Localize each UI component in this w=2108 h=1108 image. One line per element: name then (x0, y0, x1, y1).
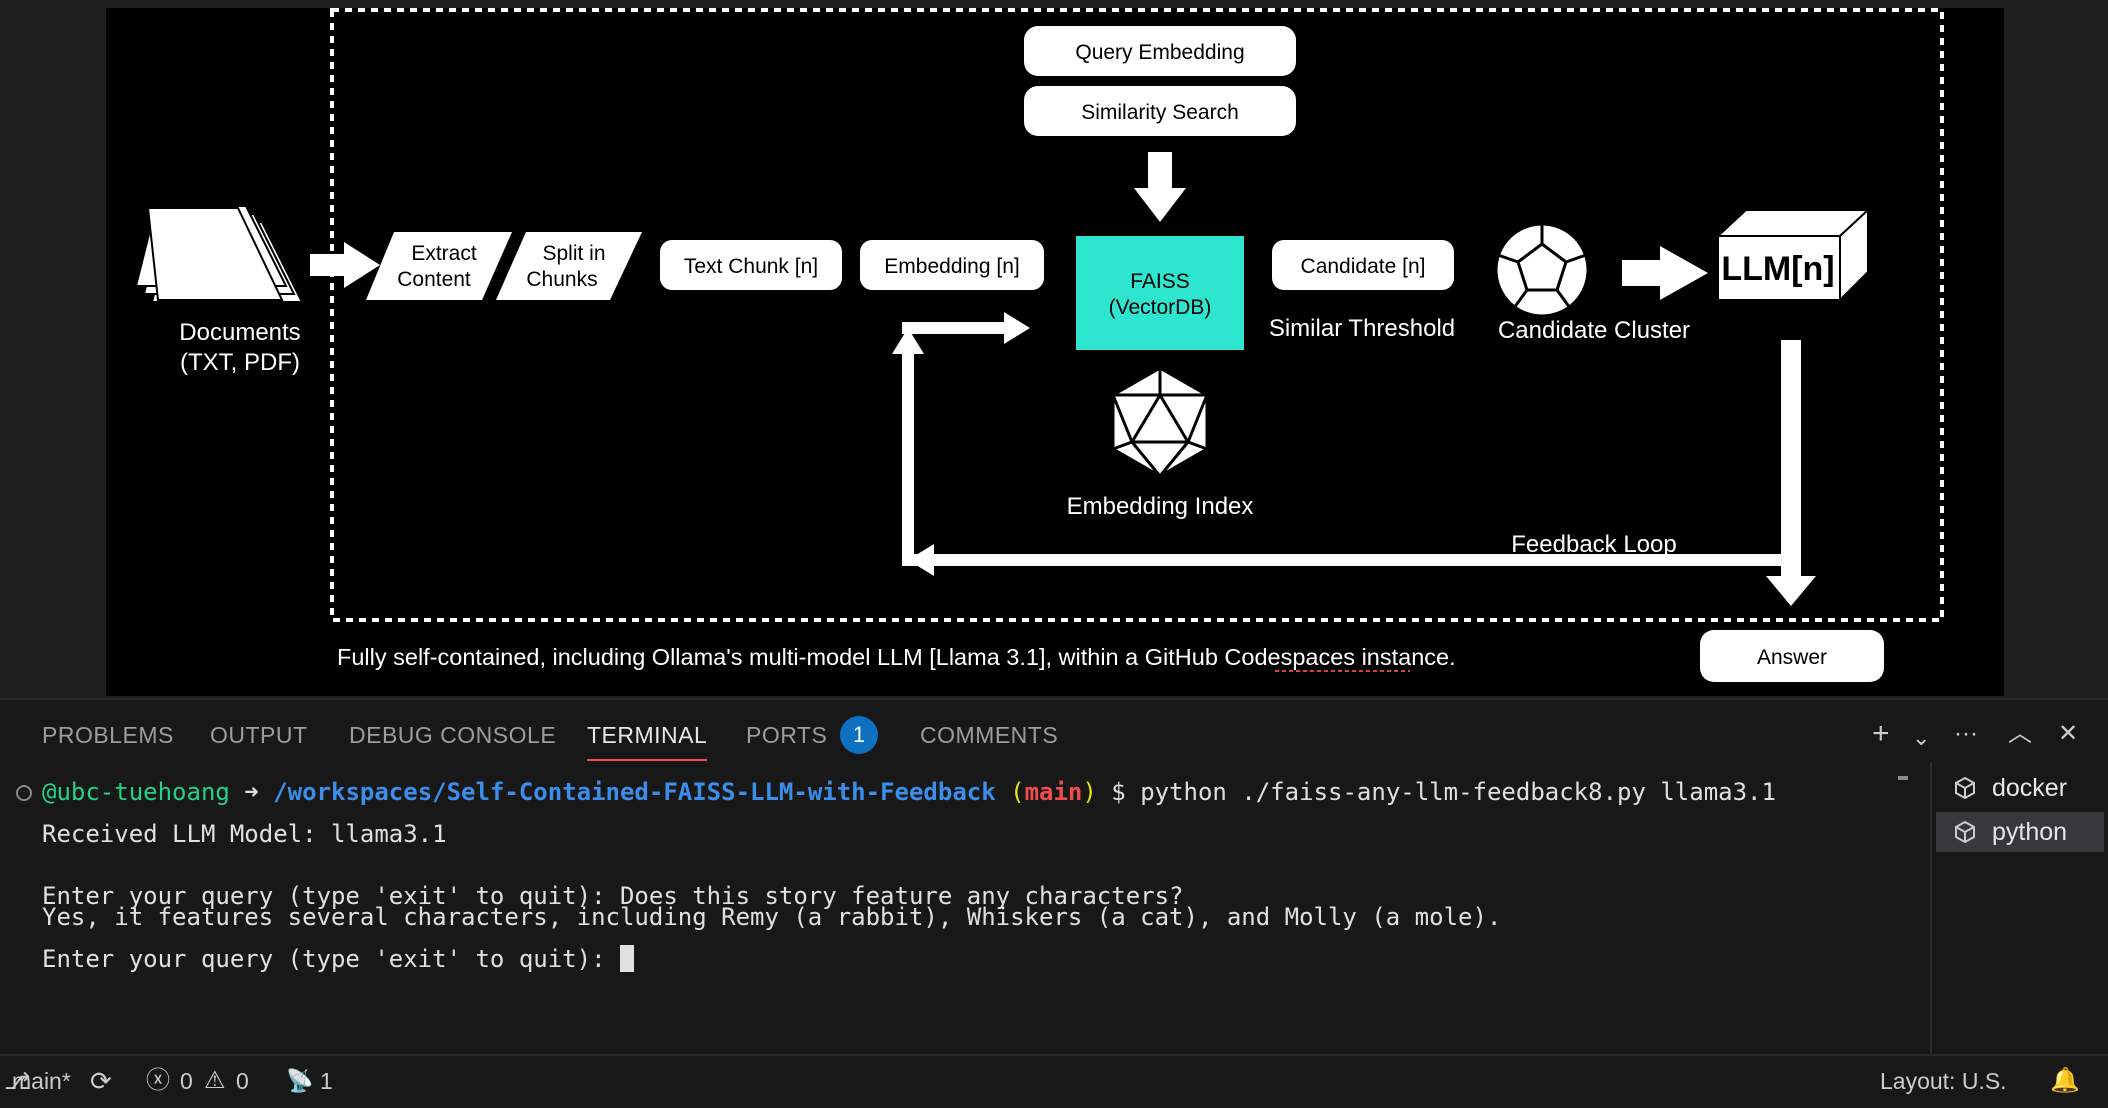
dodecahedron-icon (1494, 222, 1590, 318)
more-actions-icon[interactable]: ··· (1954, 720, 1978, 747)
documents-label: Documents (179, 319, 300, 346)
embedding-label: Embedding [n] (884, 255, 1019, 278)
similar-threshold-label: Similar Threshold (1269, 315, 1455, 342)
prompt-path: /workspaces/Self-Contained-FAISS-LLM-wit… (273, 778, 996, 806)
candidate-label: Candidate [n] (1301, 255, 1426, 278)
warning-icon[interactable]: ⚠ (204, 1067, 226, 1094)
terminal-item-python[interactable]: python (1936, 812, 2104, 852)
terminal-cube-icon (1955, 820, 1975, 844)
terminal-output[interactable]: @ubc-tuehoang ➜ /workspaces/Self-Contain… (0, 770, 1930, 1056)
terminal-line-query2: Enter your query (type 'exit' to quit): (42, 945, 634, 973)
query-embedding-label: Query Embedding (1075, 41, 1244, 64)
prompt-branch-close: ) (1082, 778, 1097, 806)
status-branch[interactable]: main* (12, 1068, 71, 1094)
terminal-dropdown-icon[interactable]: ⌄ (1912, 725, 1931, 750)
panel-tabs: PROBLEMS OUTPUT DEBUG CONSOLE TERMINAL P… (0, 700, 1800, 770)
documents-sublabel: (TXT, PDF) (180, 349, 300, 376)
faiss-label: FAISS (1130, 270, 1190, 293)
tab-terminal[interactable]: TERMINAL (587, 722, 708, 761)
extract-content-shape (366, 232, 512, 300)
extract-content-label: Extract (411, 242, 477, 265)
candidate-cluster-label: Candidate Cluster (1498, 317, 1690, 344)
status-ports[interactable]: 1 (320, 1068, 333, 1094)
arrow-down-icon (1134, 152, 1186, 222)
arrow-down-icon-2 (1766, 340, 1816, 606)
terminal-scroll-indicator[interactable] (1898, 776, 1908, 780)
terminal-item-docker[interactable]: docker (1936, 768, 2104, 808)
diagram-caption: Fully self-contained, including Ollama's… (337, 644, 1456, 670)
terminal-cube-icon (1955, 776, 1975, 800)
embedding-index-label: Embedding Index (1067, 493, 1254, 520)
split-chunks-label: Split in (542, 242, 605, 265)
error-icon[interactable]: ⓧ (146, 1067, 170, 1094)
status-errors[interactable]: 0 (180, 1068, 193, 1094)
terminal-line-answer1: Yes, it features several characters, inc… (42, 903, 1502, 931)
command-status-circle-icon (16, 785, 32, 801)
arrow-right-icon-2 (1622, 246, 1708, 300)
ports-broadcast-icon[interactable]: 📡 (286, 1068, 314, 1093)
answer-box (1700, 630, 1884, 682)
panel-actions: + ⌄ ··· ︿ ✕ (1808, 700, 2108, 770)
documents-icon (134, 205, 304, 303)
candidate-box (1272, 240, 1454, 290)
feedback-loop-label: Feedback Loop (1511, 531, 1676, 558)
tab-ports[interactable]: PORTS (746, 722, 828, 748)
similarity-search-box (1024, 86, 1296, 136)
answer-label: Answer (1757, 646, 1827, 669)
embedding-box (860, 240, 1044, 290)
sync-icon[interactable]: ⟳ (90, 1066, 112, 1096)
ports-count-badge: 1 (840, 716, 878, 754)
maximize-panel-icon[interactable]: ︿ (2008, 720, 2032, 747)
split-chunks-shape (496, 232, 642, 300)
status-layout[interactable]: Layout: U.S. (1880, 1068, 2007, 1094)
extract-content-label-2: Content (397, 268, 471, 291)
llm-label: LLM[n] (1721, 250, 1834, 288)
terminal-cursor[interactable] (619, 945, 634, 972)
tab-problems[interactable]: PROBLEMS (42, 722, 174, 748)
terminal-query2-text: Enter your query (type 'exit' to quit): (42, 945, 620, 973)
text-chunk-label: Text Chunk [n] (684, 255, 818, 278)
status-warnings[interactable]: 0 (236, 1068, 249, 1094)
branch-icon[interactable]: ⎇ (4, 1068, 31, 1094)
tab-output[interactable]: OUTPUT (210, 722, 308, 748)
prompt-arrow-icon: ➜ (244, 778, 259, 806)
terminal-tabs-list: docker python (1930, 762, 2108, 1056)
terminal-item-label: python (1992, 818, 2068, 846)
terminal-line-received: Received LLM Model: llama3.1 (42, 820, 447, 848)
terminal-item-label: docker (1992, 774, 2068, 802)
tab-debug-console[interactable]: DEBUG CONSOLE (349, 722, 557, 748)
prompt-branch-open: ( (1010, 778, 1025, 806)
editor-area: Documents (TXT, PDF) Extract Content Spl… (106, 8, 2004, 696)
bell-icon[interactable]: 🔔 (2050, 1067, 2080, 1094)
text-chunk-box (660, 240, 842, 290)
feedback-loop-arrow (892, 312, 1782, 576)
prompt-line: @ubc-tuehoang ➜ /workspaces/Self-Contain… (42, 778, 1776, 806)
close-panel-icon[interactable]: ✕ (2058, 720, 2079, 747)
faiss-sublabel: (VectorDB) (1109, 296, 1212, 319)
faiss-vectordb-box (1076, 236, 1244, 350)
icosahedron-icon (1111, 366, 1209, 478)
tab-comments[interactable]: COMMENTS (920, 722, 1059, 748)
terminal-line-query1: Enter your query (type 'exit' to quit): … (42, 882, 1184, 910)
rag-pipeline-diagram: Documents (TXT, PDF) Extract Content Spl… (106, 8, 2004, 696)
similarity-search-label: Similarity Search (1081, 101, 1239, 124)
query-embedding-box (1024, 26, 1296, 76)
bottom-panel: PROBLEMS OUTPUT DEBUG CONSOLE TERMINAL P… (0, 698, 2108, 1056)
dashed-boundary (330, 8, 1944, 622)
new-terminal-button[interactable]: + (1872, 717, 1890, 750)
prompt-user: @ubc-tuehoang (42, 778, 230, 806)
split-chunks-label-2: Chunks (526, 268, 597, 291)
llm-cube-icon (1715, 207, 1871, 303)
arrow-right-icon (310, 242, 380, 288)
prompt-branch: main (1024, 778, 1083, 806)
status-bar: ⎇ main* ⟳ ⓧ 0 ⚠ 0 📡 1 Layout: U.S. 🔔 (0, 1054, 2108, 1108)
prompt-symbol: $ (1111, 778, 1126, 806)
prompt-command: python ./faiss-any-llm-feedback8.py llam… (1140, 778, 1776, 806)
